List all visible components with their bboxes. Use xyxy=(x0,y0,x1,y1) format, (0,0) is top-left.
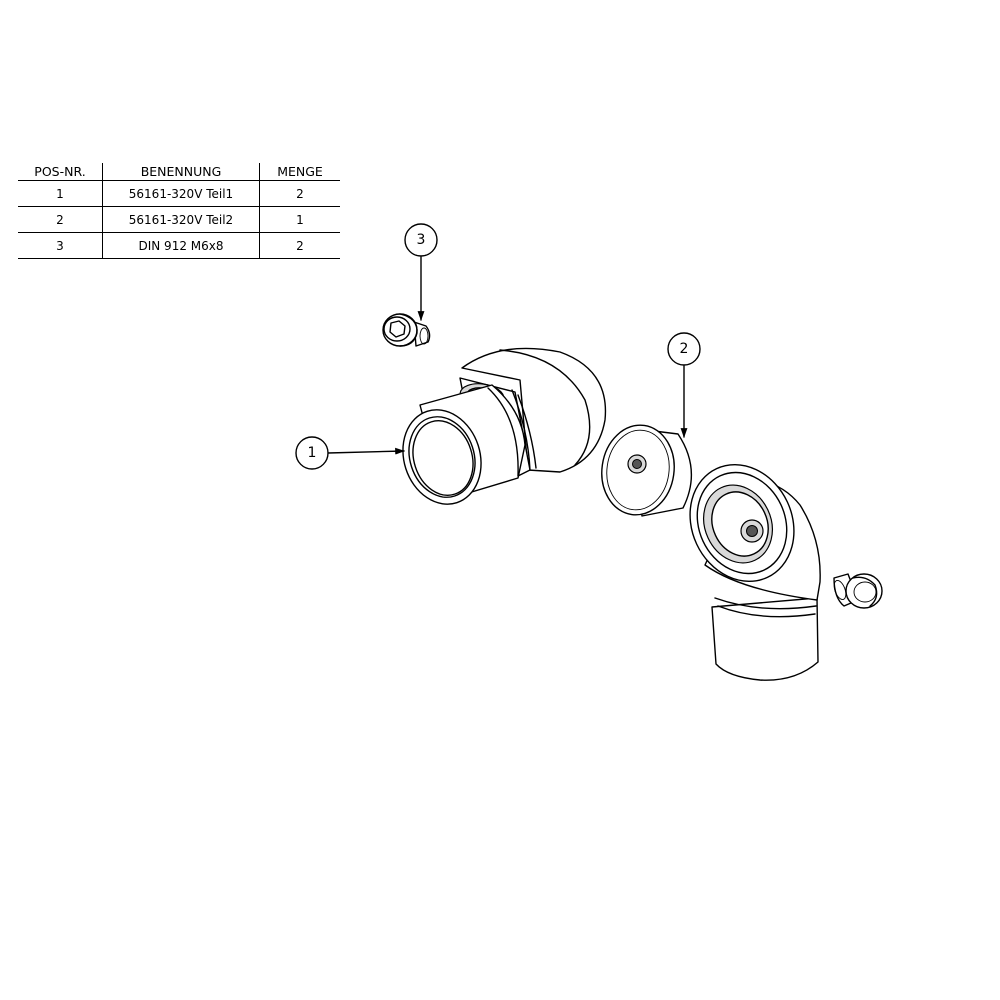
cell-qty: 2 xyxy=(259,232,340,259)
cell-pos: 3 xyxy=(18,232,103,259)
table-row: 2 56161-320V Teil2 1 xyxy=(18,206,340,233)
balloon-1: 1 xyxy=(295,436,329,470)
balloon-3: 3 xyxy=(404,223,438,257)
cell-name: 56161-320V Teil2 xyxy=(102,206,260,233)
cell-name: DIN 912 M6x8 xyxy=(102,232,260,259)
balloon-2: 2 xyxy=(667,332,701,366)
balloon-1-label: 1 xyxy=(308,445,317,461)
table-row: 1 56161-320V Teil1 2 xyxy=(18,180,340,207)
elbow-part-1 xyxy=(402,347,607,505)
cap-screw-part-3 xyxy=(382,313,431,347)
header-benennung: BENENNUNG xyxy=(102,163,260,181)
header-pos-nr: POS-NR. xyxy=(18,163,103,181)
header-menge: MENGE xyxy=(259,163,340,181)
cell-qty: 2 xyxy=(259,180,340,207)
insert-part-2 xyxy=(601,424,693,517)
balloon-2-label: 2 xyxy=(680,341,689,357)
cap-screw-part-3-second xyxy=(833,573,883,609)
leader-line-1 xyxy=(327,447,405,455)
elbow-part-1-second xyxy=(689,463,821,681)
parts-list-header-row: POS-NR. BENENNUNG MENGE xyxy=(18,163,340,181)
cell-name: 56161-320V Teil1 xyxy=(102,180,260,207)
balloon-3-label: 3 xyxy=(417,232,426,248)
table-row: 3 DIN 912 M6x8 2 xyxy=(18,232,340,259)
parts-list-table: POS-NR. BENENNUNG MENGE 1 56161-320V Tei… xyxy=(18,163,340,259)
cell-qty: 1 xyxy=(259,206,340,233)
